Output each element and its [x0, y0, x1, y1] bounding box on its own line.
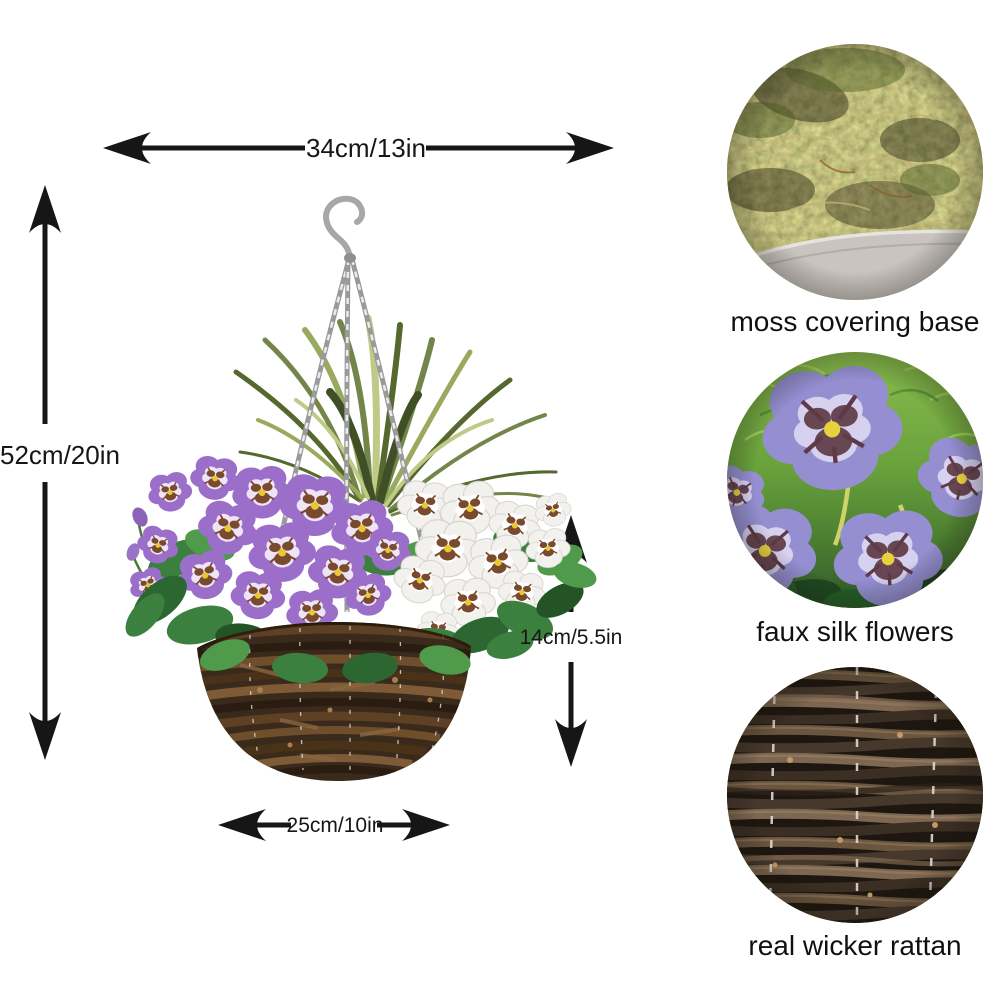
caption-faux-silk-flowers: faux silk flowers — [756, 616, 954, 647]
dimension-arrow-top-width — [103, 132, 614, 164]
detail-circle-moss — [727, 44, 983, 300]
caption-real-wicker-rattan: real wicker rattan — [748, 930, 962, 961]
s-hook — [323, 195, 366, 260]
dimension-label-top-width: 34cm/13in — [306, 133, 426, 163]
foliage-front — [200, 630, 534, 684]
dimension-label-left-height: 52cm/20in — [0, 440, 120, 470]
caption-moss: moss covering base — [730, 306, 980, 337]
dimension-arrow-bottom-width — [218, 809, 450, 841]
dimension-label-right-height: 14cm/5.5in — [519, 626, 623, 649]
grass-spikes — [233, 314, 562, 517]
dimension-label-bottom-width: 25cm/10in — [286, 814, 384, 837]
detail-circle-wicker — [727, 667, 983, 923]
dimension-arrow-left-height — [29, 185, 61, 760]
